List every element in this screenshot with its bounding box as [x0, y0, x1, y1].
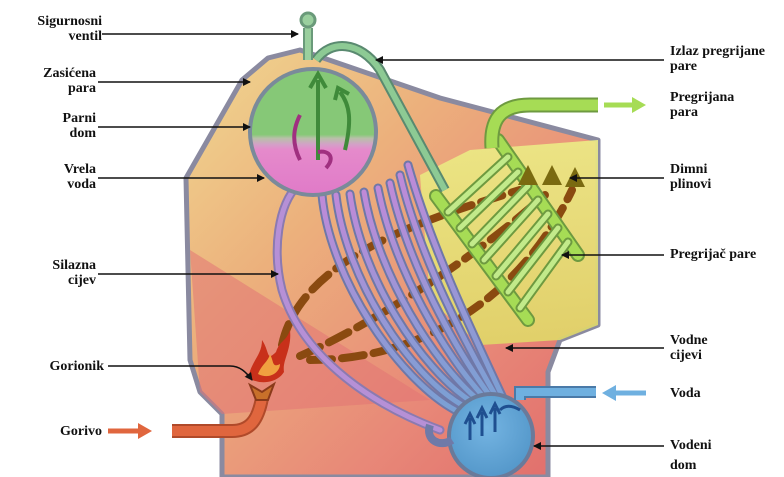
- label-vodeni-dom: Vodeni dom: [670, 436, 712, 476]
- label-parni-dom-l1: Parni: [16, 111, 96, 126]
- safety-valve-cap: [301, 13, 315, 27]
- label-dimni-plinovi-l1: Dimni: [670, 162, 711, 177]
- label-dimni-plinovi: Dimni plinovi: [670, 162, 711, 192]
- label-vrela-voda: Vrela voda: [16, 162, 96, 192]
- water-drum: [449, 394, 533, 477]
- label-sigurnosni-ventil-l1: Sigurnosni: [16, 14, 102, 29]
- label-vrela-voda-l1: Vrela: [16, 162, 96, 177]
- label-gorivo-l1: Gorivo: [16, 424, 102, 439]
- steam-drum: [250, 69, 376, 195]
- label-zasicena-para-l2: para: [16, 81, 96, 96]
- label-voda-l1: Voda: [670, 386, 701, 401]
- label-pregrijana-para-l2: para: [670, 105, 734, 120]
- label-vodne-cijevi-l1: Vodne: [670, 333, 708, 348]
- label-sigurnosni-ventil-l2: ventil: [16, 29, 102, 44]
- label-vrela-voda-l2: voda: [16, 177, 96, 192]
- fuel-in-arrow: [108, 423, 152, 439]
- water-in-arrow: [602, 385, 646, 401]
- label-vodeni-dom-l2: dom: [670, 456, 712, 476]
- label-vodne-cijevi: Vodne cijevi: [670, 333, 708, 363]
- label-parni-dom-l2: dom: [16, 126, 96, 141]
- label-vodeni-dom-l1: Vodeni: [670, 436, 712, 456]
- label-gorivo: Gorivo: [16, 424, 102, 439]
- label-izlaz-l2: pare: [670, 59, 765, 74]
- label-izlaz-l1: Izlaz pregrijane: [670, 44, 765, 59]
- label-silazna-cijev: Silazna cijev: [16, 258, 96, 288]
- label-pregrijac-pare-l1: Pregrijač pare: [670, 247, 756, 262]
- label-vodne-cijevi-l2: cijevi: [670, 348, 708, 363]
- label-parni-dom: Parni dom: [16, 111, 96, 141]
- label-dimni-plinovi-l2: plinovi: [670, 177, 711, 192]
- label-zasicena-para: Zasićena para: [16, 66, 96, 96]
- flue-up-arrows: [518, 165, 585, 187]
- label-voda: Voda: [670, 386, 701, 401]
- label-zasicena-para-l1: Zasićena: [16, 66, 96, 81]
- label-izlaz-pregrijane-pare: Izlaz pregrijane pare: [670, 44, 765, 74]
- label-silazna-cijev-l2: cijev: [16, 273, 96, 288]
- label-pregrijana-para-l1: Pregrijana: [670, 90, 734, 105]
- label-silazna-cijev-l1: Silazna: [16, 258, 96, 273]
- label-gorionik: Gorionik: [16, 359, 104, 374]
- label-pregrijana-para: Pregrijana para: [670, 90, 734, 120]
- steam-out-arrow: [604, 97, 646, 113]
- label-sigurnosni-ventil: Sigurnosni ventil: [16, 14, 102, 44]
- label-gorionik-l1: Gorionik: [16, 359, 104, 374]
- label-pregrijac-pare: Pregrijač pare: [670, 247, 756, 262]
